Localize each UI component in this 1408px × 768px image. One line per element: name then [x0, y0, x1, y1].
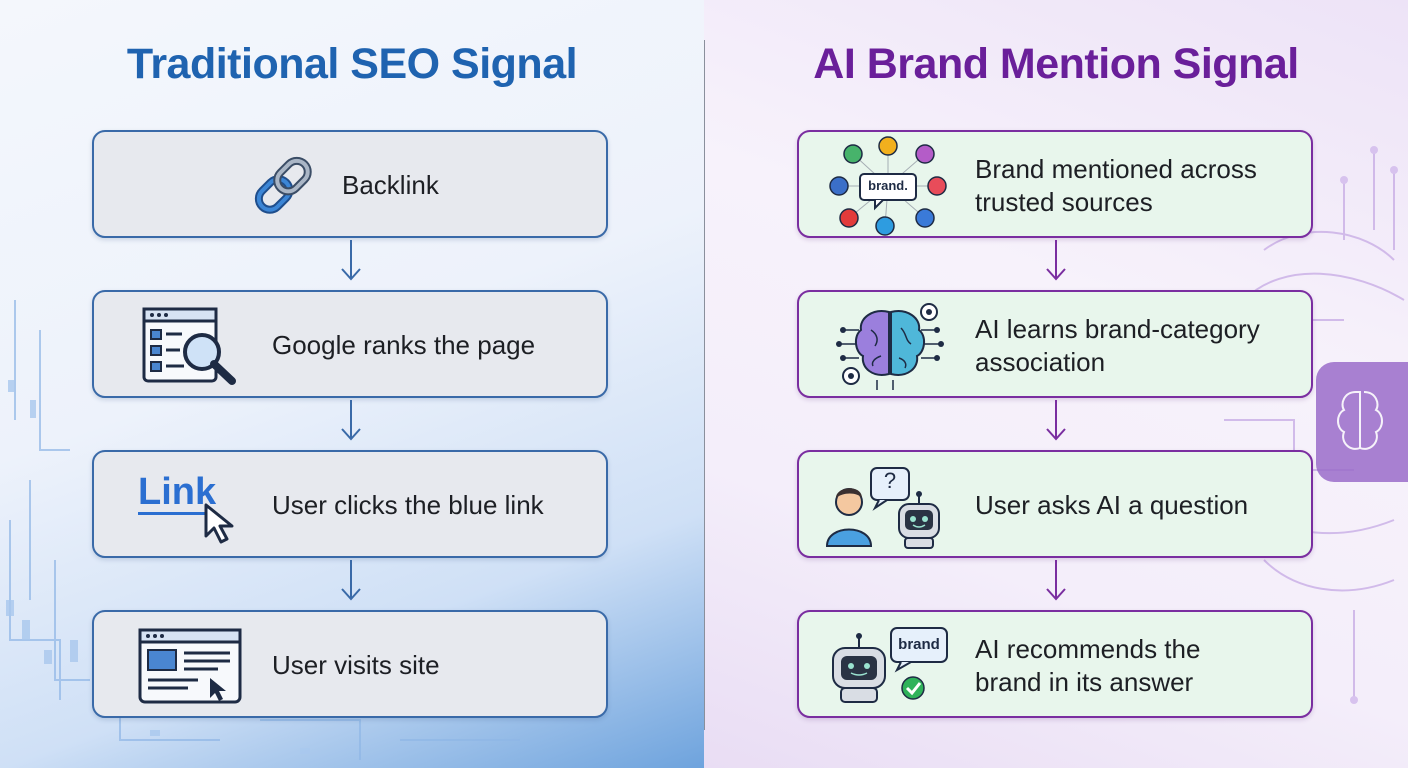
website-window-icon	[138, 628, 242, 704]
ai-step-label: User asks AI a question	[975, 490, 1249, 520]
brand-social-mentions-icon	[829, 136, 947, 236]
down-arrow-icon	[341, 560, 361, 601]
link-text: Link	[138, 471, 217, 515]
seo-step-label: User clicks the blue link	[272, 490, 544, 520]
ranked-page-magnifier-icon	[142, 307, 236, 385]
seo-step-google-ranks: Google ranks the page	[92, 290, 608, 398]
ai-step-recommends: brand AI recommends the brand in its ans…	[797, 610, 1313, 718]
seo-step-user-clicks: Link User clicks the blue link	[92, 450, 608, 558]
traditional-seo-title: Traditional SEO Signal	[126, 40, 578, 88]
ai-step-brand-mentioned: brand. Brand mentioned across trusted so…	[797, 130, 1313, 238]
down-arrow-icon	[341, 400, 361, 441]
seo-step-backlink: Backlink	[92, 130, 608, 238]
brand-bubble-text: brand.	[868, 178, 908, 193]
ai-step-learns-association: AI learns brand-category association	[797, 290, 1313, 398]
link-cursor-icon: Link	[138, 472, 258, 552]
seo-step-label: User visits site	[272, 650, 440, 680]
down-arrow-icon	[341, 240, 361, 281]
ai-step-label-line: AI recommends the	[975, 634, 1201, 664]
seo-step-label: Backlink	[342, 170, 439, 200]
ai-step-label-line: brand in its answer	[975, 667, 1194, 697]
ai-step-label-line: AI learns brand-category	[975, 314, 1260, 344]
ai-step-label: AI learns brand-category association	[975, 313, 1260, 379]
seo-step-user-visits: User visits site	[92, 610, 608, 718]
down-arrow-icon	[1046, 240, 1066, 281]
ai-brand-title: AI Brand Mention Signal	[813, 40, 1299, 88]
seo-step-label: Google ranks the page	[272, 330, 536, 360]
ai-step-label-line: Brand mentioned across	[975, 154, 1257, 184]
column-divider	[704, 40, 705, 730]
ai-step-label-line: trusted sources	[975, 187, 1153, 217]
ai-step-label-line: association	[975, 347, 1106, 377]
ai-step-label: AI recommends the brand in its answer	[975, 633, 1200, 699]
down-arrow-icon	[1046, 400, 1066, 441]
brand-bubble-text: brand	[898, 636, 940, 653]
down-arrow-icon	[1046, 560, 1066, 601]
question-mark: ?	[883, 468, 897, 493]
ai-step-user-asks: ? User asks AI a question	[797, 450, 1313, 558]
mouse-cursor-icon	[204, 503, 234, 544]
robot-recommends-brand-icon	[832, 627, 948, 703]
chain-link-icon	[254, 156, 312, 214]
ai-brain-icon	[836, 303, 944, 390]
user-asks-robot-icon	[825, 467, 940, 549]
ai-step-label: Brand mentioned across trusted sources	[975, 153, 1257, 219]
